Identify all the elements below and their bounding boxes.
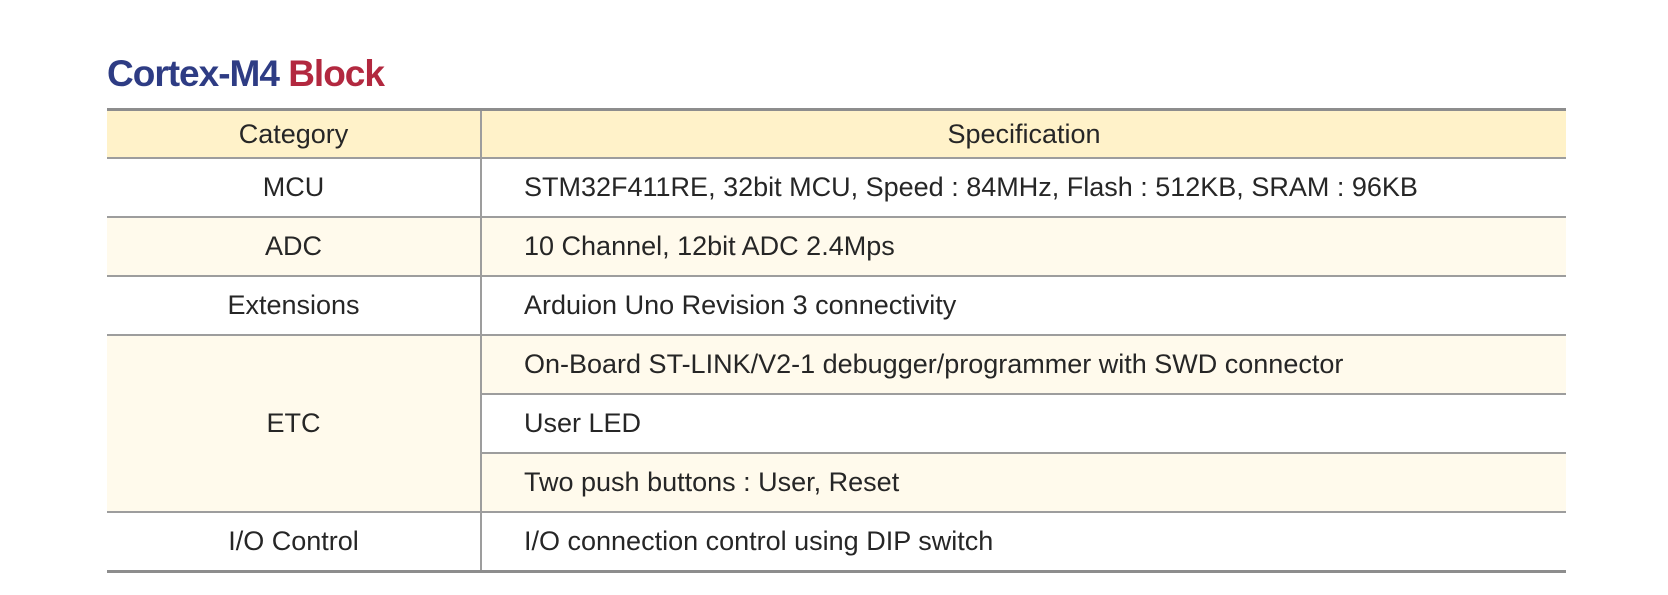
title-part-cortex: Cortex-M4 <box>107 53 280 94</box>
row-category-etc: ETC <box>107 334 482 513</box>
row-category-adc: ADC <box>107 216 482 277</box>
table-row: User LED <box>107 393 1566 454</box>
table-row: ETC On-Board ST-LINK/V2-1 debugger/progr… <box>107 334 1566 513</box>
row-spec-extensions: Arduion Uno Revision 3 connectivity <box>481 275 1566 336</box>
table-row: Extensions Arduion Uno Revision 3 connec… <box>107 275 1566 336</box>
header-category: Category <box>107 108 482 159</box>
title-part-block: Block <box>288 53 385 94</box>
table-row: MCU STM32F411RE, 32bit MCU, Speed : 84MH… <box>107 157 1566 218</box>
table-row: I/O Control I/O connection control using… <box>107 511 1566 573</box>
spec-table: Category Specification MCU STM32F411RE, … <box>107 108 1566 573</box>
row-spec-adc: 10 Channel, 12bit ADC 2.4Mps <box>481 216 1566 277</box>
table-header-row: Category Specification <box>107 108 1566 159</box>
row-category-mcu: MCU <box>107 157 482 218</box>
row-spec-etc-debugger: On-Board ST-LINK/V2-1 debugger/programme… <box>481 334 1566 395</box>
row-spec-mcu: STM32F411RE, 32bit MCU, Speed : 84MHz, F… <box>481 157 1566 218</box>
row-spec-etc-buttons: Two push buttons : User, Reset <box>481 452 1566 513</box>
row-spec-io-control: I/O connection control using DIP switch <box>481 511 1566 573</box>
header-specification: Specification <box>481 108 1566 159</box>
table-row: Two push buttons : User, Reset <box>107 452 1566 513</box>
row-category-io-control: I/O Control <box>107 511 482 573</box>
table-row: ADC 10 Channel, 12bit ADC 2.4Mps <box>107 216 1566 277</box>
row-spec-etc-led: User LED <box>481 393 1566 454</box>
row-category-extensions: Extensions <box>107 275 482 336</box>
page-title: Cortex-M4 Block <box>107 48 385 100</box>
